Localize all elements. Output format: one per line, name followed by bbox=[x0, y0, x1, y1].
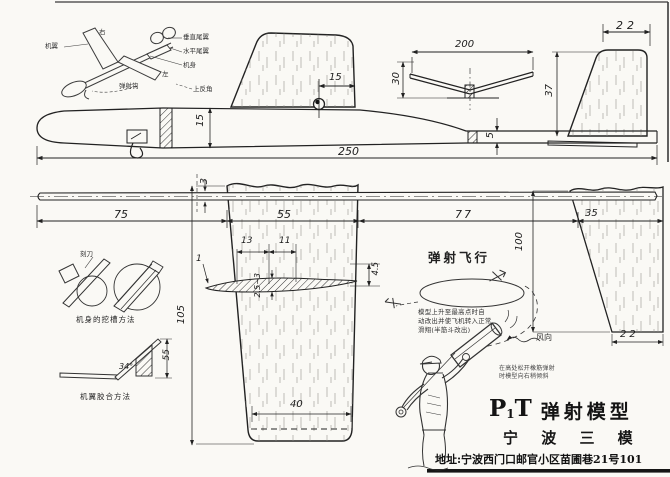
jig-block bbox=[135, 343, 153, 377]
dim-55-jig: 55 bbox=[162, 349, 172, 361]
maker-name: 宁 波 三 模 bbox=[503, 429, 642, 447]
flight-note-line2: 动改出并使飞机转入正常 bbox=[418, 317, 492, 325]
label-knife: 刻刀 bbox=[80, 250, 93, 258]
sketch-stab bbox=[146, 44, 172, 60]
caption-glue-method: 机翼胶合方法 bbox=[80, 392, 131, 401]
dim-77: 77 bbox=[455, 208, 473, 221]
model-title-sub: 1 bbox=[506, 407, 515, 421]
wing-saddle-hatch bbox=[159, 107, 173, 149]
launch-note-line2: 时模型向右稍倾斜 bbox=[499, 373, 549, 380]
scan-border bbox=[55, 1, 670, 473]
dim-22-fin: 22 bbox=[616, 19, 638, 32]
flight-note-line3: 滑翔(半筋斗改出) bbox=[418, 326, 471, 334]
caption-groove-method: 机身的挖槽方法 bbox=[76, 315, 136, 324]
mini-plane-gliding bbox=[384, 297, 401, 309]
label-dihedral: 上反角 bbox=[193, 85, 213, 93]
dim-250: 250 bbox=[338, 145, 359, 158]
dim-105: 105 bbox=[176, 305, 187, 325]
model-title: P 1 T 弹射模型 bbox=[489, 395, 633, 424]
label-wing: 机翼 bbox=[45, 42, 58, 50]
hook-block bbox=[126, 129, 148, 144]
dim-30: 30 bbox=[391, 72, 402, 85]
dim-4p5: 4.5 bbox=[371, 262, 381, 276]
launch-note-line1: 在高处松开橡筋弹射 bbox=[499, 365, 555, 372]
label-right-wing: 右 bbox=[99, 28, 106, 36]
launch-trajectory bbox=[477, 284, 538, 349]
flight-note-line1: 模型上升至最高点时自 bbox=[418, 308, 485, 316]
dihedral-jig-sketch bbox=[59, 338, 172, 381]
stab-side-bar bbox=[547, 140, 638, 148]
dim-2p5-3: 2.5~3 bbox=[253, 273, 262, 298]
mini-plane-climbing bbox=[489, 269, 507, 282]
dim-34deg: 34° bbox=[119, 362, 134, 371]
dim-1: 1 bbox=[196, 254, 202, 264]
label-vertical-tail: 垂直尾翼 bbox=[183, 33, 209, 41]
jig-base bbox=[59, 372, 119, 380]
dim-22-stab: 22 bbox=[620, 329, 639, 340]
loop-trajectory bbox=[419, 278, 525, 308]
sketch-wing-left bbox=[117, 55, 162, 81]
dim-3: 3 bbox=[199, 178, 210, 185]
rubber-band bbox=[402, 352, 456, 409]
knife-blade bbox=[62, 258, 111, 308]
dim-40: 40 bbox=[290, 399, 303, 410]
address-line: 地址:宁波西门口邮官小区苗圃巷21号101 bbox=[435, 453, 643, 466]
dim-11: 11 bbox=[279, 236, 291, 246]
label-horizontal-tail: 水平尾翼 bbox=[183, 47, 209, 55]
dim-15-wing: 15 bbox=[329, 72, 342, 83]
figure-cap bbox=[421, 355, 442, 365]
fin-side-view bbox=[547, 24, 651, 148]
groove-detail-sketch bbox=[58, 256, 164, 313]
boom-hatch bbox=[467, 130, 478, 144]
wind-direction-label: 风向 bbox=[536, 333, 552, 342]
sketch-wing-right bbox=[82, 27, 119, 70]
dim-55-chord: 55 bbox=[277, 208, 291, 221]
wing-front-view bbox=[397, 49, 534, 110]
leader-lines bbox=[63, 37, 193, 93]
flight-title: 弹射飞行 bbox=[428, 250, 491, 265]
fuselage-side-view bbox=[36, 107, 658, 165]
wind-arrow bbox=[506, 335, 541, 343]
dim-37: 37 bbox=[544, 84, 555, 97]
launch-ring bbox=[395, 406, 407, 418]
dim-35: 35 bbox=[585, 208, 598, 219]
knife-bit bbox=[58, 263, 80, 284]
model-title-name: 弹射模型 bbox=[540, 401, 633, 423]
sketch-nose bbox=[61, 80, 87, 98]
dim-75: 75 bbox=[114, 208, 128, 221]
model-title-t: T bbox=[514, 395, 532, 422]
flight-path-illustration bbox=[384, 269, 541, 349]
dim-100: 100 bbox=[514, 232, 525, 252]
stick-cross-section bbox=[464, 84, 475, 99]
plan-view bbox=[30, 174, 664, 446]
sketch-hook bbox=[84, 89, 90, 100]
dim-200: 200 bbox=[455, 39, 475, 50]
model-title-p: P bbox=[489, 395, 507, 422]
label-launch-hook: 弹射钩 bbox=[119, 82, 139, 90]
fuselage-stick bbox=[37, 191, 658, 201]
dim-5: 5 bbox=[485, 132, 496, 139]
label-left-wing: 左 bbox=[162, 70, 169, 78]
assembly-sketch bbox=[61, 26, 193, 100]
dim-15-pod: 15 bbox=[195, 114, 206, 127]
dim-13: 13 bbox=[241, 236, 253, 246]
launcher-figure bbox=[395, 309, 518, 471]
label-fuselage: 机身 bbox=[183, 61, 196, 69]
